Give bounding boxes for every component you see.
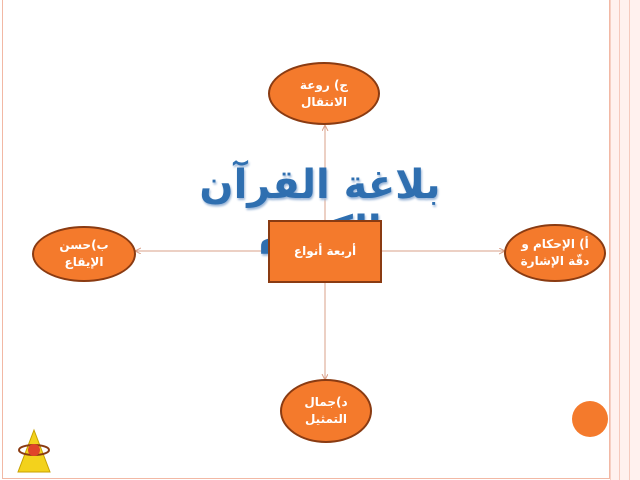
strip-line [629,0,630,480]
pyramid-logo-icon [17,428,51,473]
node-center: أربعة أنواع [268,220,382,283]
node-top: ج) روعة الانتقال [268,62,380,125]
strip-line [619,0,620,480]
slide-frame [2,0,610,479]
node-bottom: د)جمال التمثيل [280,379,372,443]
decorative-circle [572,401,608,437]
diagram-title: بلاغة القرآن الكريم [199,162,441,254]
node-right: أ) الإحكام و دقّة الإشارة [504,224,606,282]
node-left: ب)حسن الإيقاع [32,226,136,282]
node-bottom-label: د)جمال التمثيل [304,395,348,426]
node-top-label: ج) روعة الانتقال [299,77,349,109]
node-left-label: ب)حسن الإيقاع [59,238,109,269]
decorative-side-strip [610,0,640,480]
node-center-label: أربعة أنواع [293,244,357,258]
node-right-label: أ) الإحكام و دقّة الإشارة [520,237,590,268]
